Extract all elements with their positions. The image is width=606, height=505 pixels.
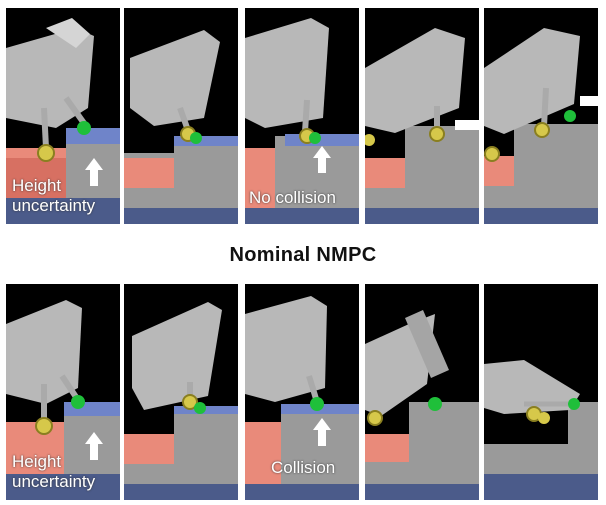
robot-scene-image (6, 18, 120, 224)
robot-scene-image (365, 28, 479, 224)
bottom-frame-3: Collision (245, 284, 359, 500)
robot-scene-image (124, 30, 238, 224)
height-uncertainty-caption: Height uncertainty (12, 176, 96, 215)
no-collision-caption: No collision (249, 188, 336, 207)
top-frame-1: Height uncertainty (6, 8, 120, 224)
bottom-frame-1: Height uncertainty (6, 284, 120, 500)
bottom-image-row: Height uncertainty Collision (0, 284, 606, 500)
robot-scene-image (484, 28, 598, 224)
top-frame-4 (365, 8, 479, 224)
bottom-frame-5 (484, 284, 598, 500)
height-uncertainty-caption: Height uncertainty (12, 452, 96, 491)
bottom-frame-4 (365, 284, 479, 500)
robot-scene-image (245, 18, 359, 224)
top-image-row: Height uncertainty No col (0, 8, 606, 224)
collision-caption: Collision (271, 458, 336, 477)
bottom-frame-2 (124, 284, 238, 500)
top-frame-3: No collision (245, 8, 359, 224)
robot-scene-image (484, 360, 598, 500)
robot-scene-image (365, 310, 479, 500)
robot-scene-image (6, 300, 120, 500)
robot-scene-image (124, 302, 238, 500)
top-frame-5 (484, 8, 598, 224)
robot-scene-image (245, 296, 359, 500)
section-title: Nominal NMPC (229, 244, 377, 266)
top-frame-2 (124, 8, 238, 224)
